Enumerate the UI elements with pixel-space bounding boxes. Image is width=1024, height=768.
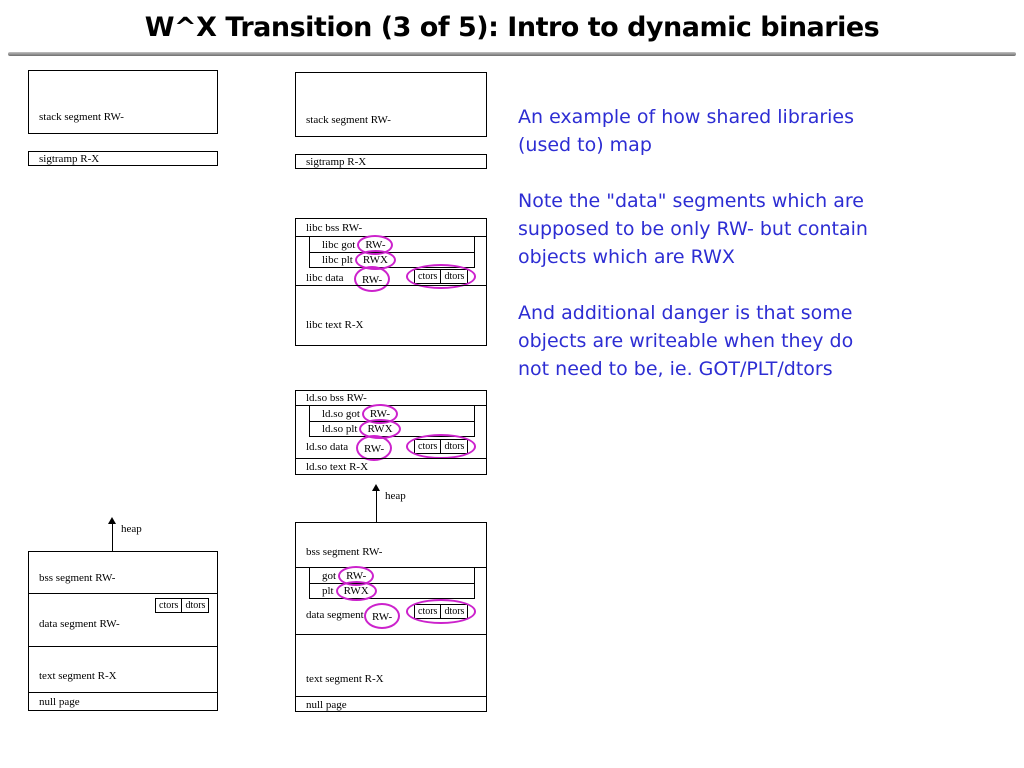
- dynamic-stack-label: stack segment RW-: [306, 114, 391, 126]
- libc-got-perm-highlight: RW-: [357, 234, 394, 255]
- exe-plt-row: plt RWX: [310, 581, 474, 601]
- heap-arrow-line: [376, 490, 377, 522]
- libc-box: libc bss RW- libc got RW- libc plt RWX l…: [295, 218, 487, 346]
- title-divider: [8, 52, 1016, 56]
- dtors-box: dtors: [441, 604, 469, 619]
- exe-plt-label: plt: [322, 585, 334, 597]
- ctors-box: ctors: [414, 439, 442, 454]
- ldso-got-plt-box: ld.so got RW- ld.so plt RWX: [309, 403, 475, 439]
- static-bss-label: bss segment RW-: [39, 572, 116, 584]
- dtors-box: dtors: [441, 439, 469, 454]
- dynamic-sigtramp-box: sigtramp R-X: [295, 154, 487, 169]
- libc-ctors-dtors-group: ctors dtors: [406, 264, 477, 289]
- heap-arrow-icon: [108, 517, 116, 524]
- dynamic-heap-label: heap: [385, 490, 406, 502]
- ldso-got-label: ld.so got: [322, 407, 360, 420]
- dtors-box: dtors: [441, 269, 469, 284]
- static-data-label: data segment RW-: [39, 618, 120, 630]
- static-stack-label: stack segment RW-: [39, 111, 124, 123]
- dynamic-exe-box: bss segment RW- got RW- plt RWX data seg…: [295, 522, 487, 712]
- exe-data-perm-label: RW-: [372, 611, 393, 623]
- exe-data-label: data segment: [306, 609, 364, 621]
- heap-arrow-icon: [372, 484, 380, 491]
- segment-divider: [29, 692, 217, 693]
- exe-plt-perm-highlight: RWX: [335, 581, 377, 601]
- ctors-box: ctors: [414, 269, 442, 284]
- libc-data-perm-label: RW-: [362, 274, 383, 286]
- libc-data-label: libc data: [306, 272, 344, 284]
- ctors-box: ctors: [155, 598, 183, 613]
- libc-text-label: libc text R-X: [306, 319, 364, 331]
- libc-got-plt-box: libc got RW- libc plt RWX: [309, 234, 475, 270]
- exe-got-row: got RW-: [310, 565, 474, 586]
- segment-divider: [296, 634, 486, 635]
- exe-got-perm-highlight: RW-: [338, 565, 375, 586]
- static-stack-box: stack segment RW-: [28, 70, 218, 134]
- libc-bss-label: libc bss RW-: [306, 222, 363, 234]
- libc-got-perm-label: RW-: [365, 238, 386, 251]
- exe-got-plt-box: got RW- plt RWX: [309, 565, 475, 601]
- exe-ctors-dtors-group: ctors dtors: [406, 599, 477, 624]
- libc-plt-perm-highlight: RWX: [354, 250, 396, 270]
- segment-divider: [296, 458, 486, 459]
- notes-block: An example of how shared libraries (used…: [518, 103, 890, 411]
- dynamic-sigtramp-label: sigtramp R-X: [306, 156, 367, 168]
- static-heap-label: heap: [121, 523, 142, 535]
- ldso-ctors-dtors-group: ctors dtors: [406, 434, 477, 459]
- segment-divider: [296, 285, 486, 286]
- ldso-data-perm-label: RW-: [364, 443, 385, 455]
- ldso-bss-label: ld.so bss RW-: [306, 392, 367, 404]
- ctors-box: ctors: [414, 604, 442, 619]
- segment-divider: [29, 593, 217, 594]
- ldso-plt-row: ld.so plt RWX: [310, 419, 474, 439]
- libc-plt-row: libc plt RWX: [310, 250, 474, 270]
- heap-arrow-line: [112, 523, 113, 551]
- ldso-text-label: ld.so text R-X: [306, 461, 369, 473]
- exe-bss-label: bss segment RW-: [306, 546, 383, 558]
- static-text-label: text segment R-X: [39, 670, 117, 682]
- libc-got-label: libc got: [322, 238, 356, 251]
- libc-plt-label: libc plt: [322, 254, 353, 266]
- exe-data-perm-highlight: RW-: [364, 603, 401, 629]
- static-exe-box: bss segment RW- ctors dtors data segment…: [28, 551, 218, 711]
- note-paragraph-3: And additional danger is that some objec…: [518, 302, 854, 380]
- ldso-plt-label: ld.so plt: [322, 423, 358, 435]
- ldso-data-label: ld.so data: [306, 441, 349, 453]
- dynamic-stack-box: stack segment RW-: [295, 72, 487, 137]
- libc-plt-perm-label: RWX: [362, 254, 388, 266]
- exe-got-perm-label: RW-: [346, 569, 367, 582]
- page-title: W^X Transition (3 of 5): Intro to dynami…: [144, 12, 880, 43]
- static-ctors-dtors-group: ctors dtors: [155, 598, 210, 613]
- static-sigtramp-box: sigtramp R-X: [28, 151, 218, 166]
- dtors-box: dtors: [182, 598, 210, 613]
- exe-got-label: got: [322, 569, 337, 582]
- ldso-plt-perm-label: RWX: [367, 423, 393, 435]
- static-sigtramp-label: sigtramp R-X: [39, 153, 100, 165]
- libc-got-row: libc got RW-: [310, 234, 474, 255]
- ldso-got-perm-label: RW-: [369, 407, 391, 420]
- exe-plt-perm-label: RWX: [343, 585, 369, 597]
- ldso-got-perm-highlight: RW-: [361, 403, 399, 424]
- ldso-plt-perm-highlight: RWX: [359, 419, 401, 439]
- ldso-box: ld.so bss RW- ld.so got RW- ld.so plt RW…: [295, 390, 487, 475]
- exe-null-page-label: null page: [306, 699, 347, 711]
- segment-divider: [296, 696, 486, 697]
- note-paragraph-1: An example of how shared libraries (used…: [518, 106, 855, 156]
- ldso-data-perm-highlight: RW-: [356, 435, 393, 461]
- exe-text-label: text segment R-X: [306, 673, 384, 685]
- segment-divider: [29, 646, 217, 647]
- note-paragraph-2: Note the "data" segments which are suppo…: [518, 190, 868, 268]
- ldso-got-row: ld.so got RW-: [310, 403, 474, 424]
- static-null-page-label: null page: [39, 696, 80, 708]
